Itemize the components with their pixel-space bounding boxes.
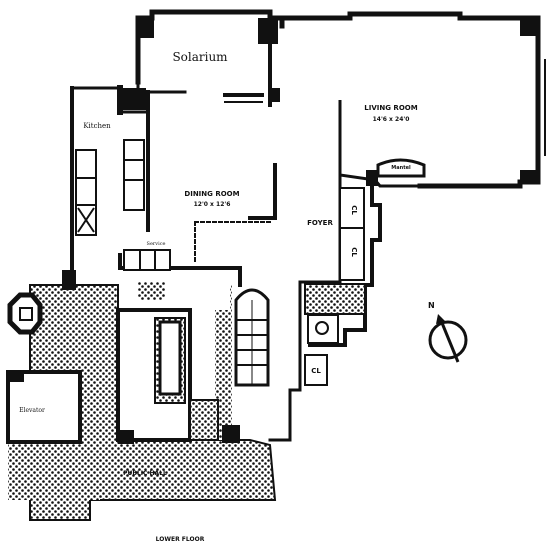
closet-label-1: CL [350, 205, 358, 215]
foyer-label: FOYER [307, 219, 333, 227]
fireplace [376, 158, 426, 178]
solarium-label: Solarium [172, 50, 228, 64]
north-label: N [428, 301, 435, 310]
service-label: Service [147, 241, 166, 247]
living-dims-label: 14'6 x 24'0 [373, 116, 410, 123]
kitchen-label: Kitchen [83, 122, 111, 130]
dining-room-label: DINING ROOM [184, 190, 239, 198]
kitchen-counters [75, 139, 171, 271]
foyer-fixtures [304, 187, 366, 386]
lower-floor-label: LOWER FLOOR [156, 536, 205, 543]
elevator-room [6, 292, 82, 444]
mantel-label: Mantel [391, 165, 411, 171]
staircase [234, 288, 270, 387]
north-arrow-icon: N [428, 301, 468, 363]
dining-dims-label: 12'0 x 12'6 [194, 201, 231, 208]
closet-label-2: CL [350, 247, 358, 257]
shaft-area [116, 308, 219, 442]
elevator-label: Elevator [19, 407, 45, 414]
public-hall-label: PUBLIC HALL [123, 470, 167, 477]
closet-label-3: CL [311, 367, 321, 375]
columns [8, 18, 536, 444]
living-room-label: LIVING ROOM [364, 104, 417, 112]
